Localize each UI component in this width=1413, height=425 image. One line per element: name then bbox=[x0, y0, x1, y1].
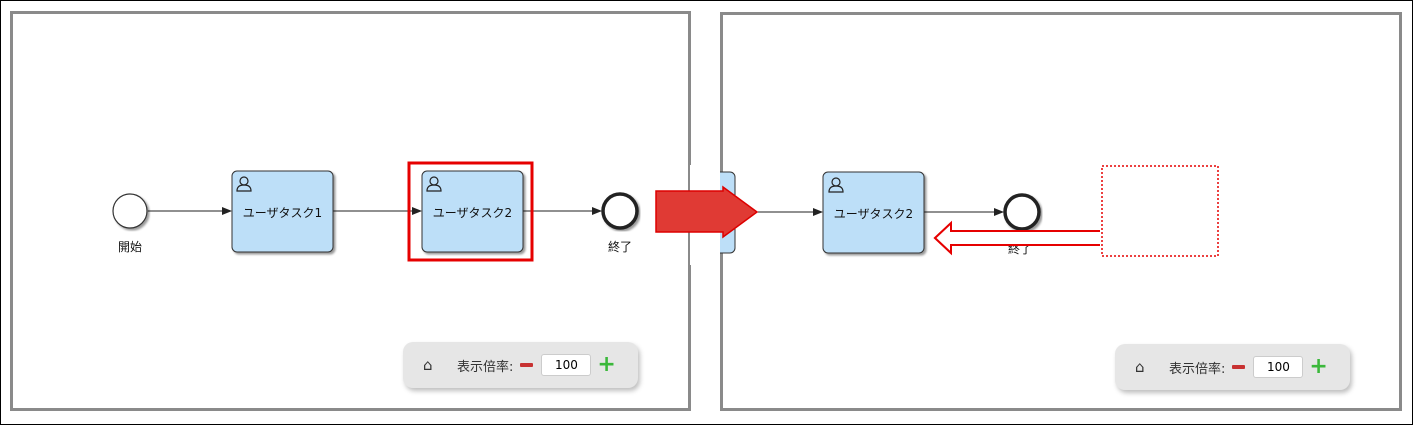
zoom-toolbar-left: ⌂ 表示倍率: + bbox=[403, 342, 638, 388]
home-icon[interactable]: ⌂ bbox=[1135, 358, 1145, 376]
zoom-input[interactable] bbox=[1253, 356, 1304, 378]
right-task2 bbox=[822, 171, 925, 254]
task2-label[interactable]: ユーザタスク2 bbox=[432, 206, 513, 220]
zoom-label: 表示倍率: bbox=[1169, 361, 1226, 377]
start-label: 開始 bbox=[117, 240, 143, 254]
zoom-in-button[interactable]: + bbox=[1309, 354, 1328, 379]
zoom-toolbar-right: ⌂ 表示倍率: + bbox=[1115, 344, 1350, 390]
start-event bbox=[112, 193, 148, 229]
end-event bbox=[601, 192, 639, 230]
task2 bbox=[421, 170, 524, 253]
zoom-in-button[interactable]: + bbox=[597, 352, 616, 377]
zoom-out-button[interactable] bbox=[520, 363, 534, 367]
right-end-label: 終了 bbox=[1007, 242, 1033, 256]
end-label: 終了 bbox=[607, 240, 633, 254]
task1-label[interactable]: ユーザタスク1 bbox=[242, 206, 323, 220]
zoom-label: 表示倍率: bbox=[457, 359, 514, 375]
removed-element-placeholder bbox=[1101, 165, 1219, 257]
zoom-out-button[interactable] bbox=[1232, 365, 1246, 369]
right-end-event bbox=[1003, 193, 1041, 231]
home-icon[interactable]: ⌂ bbox=[423, 356, 433, 374]
big-transition-arrow bbox=[655, 185, 759, 239]
zoom-input[interactable] bbox=[541, 354, 592, 376]
selection-highlight bbox=[407, 161, 534, 262]
right-task2-label[interactable]: ユーザタスク2 bbox=[833, 207, 914, 221]
task1 bbox=[231, 170, 334, 253]
